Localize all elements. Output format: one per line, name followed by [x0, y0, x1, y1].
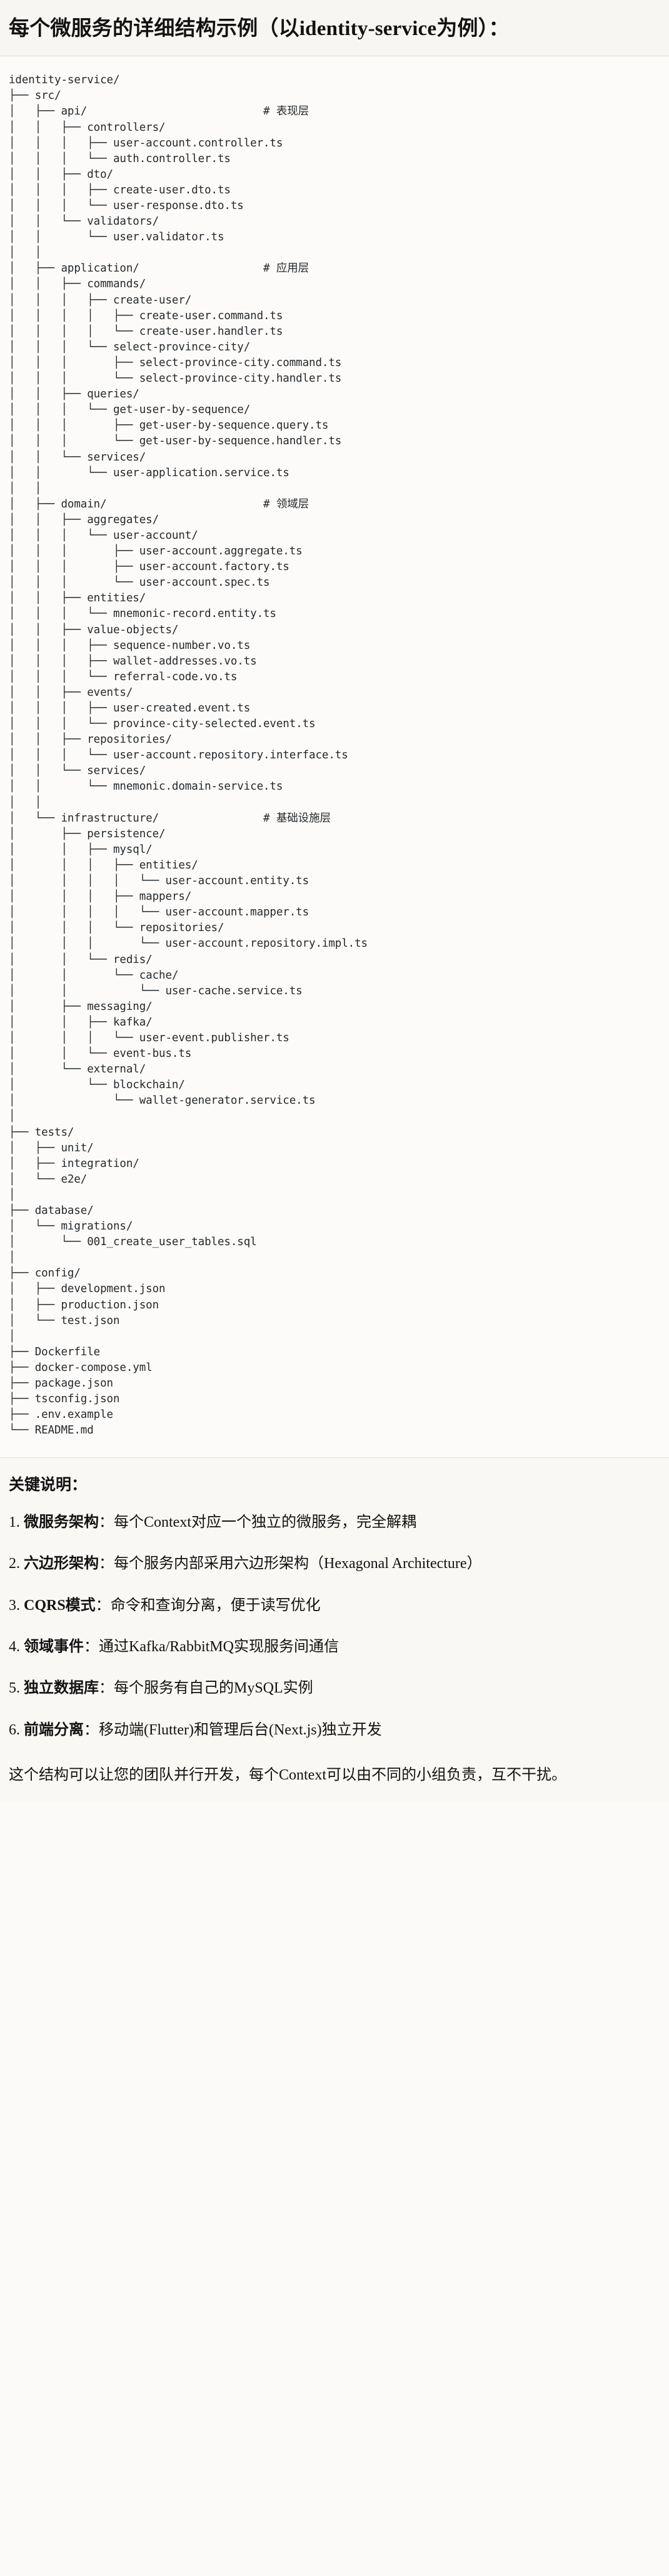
- key-notes-section: 关键说明： 1. 微服务架构：每个Context对应一个独立的微服务，完全解耦 …: [0, 1458, 669, 1803]
- list-item-description: 命令和查询分离，便于读写优化: [110, 1597, 321, 1614]
- list-item-description: 每个服务有自己的MySQL实例: [114, 1680, 313, 1697]
- key-notes-title: 关键说明：: [9, 1477, 88, 1494]
- list-item-term: 微服务架构: [24, 1514, 99, 1530]
- closing-paragraph: 这个结构可以让您的团队并行开发，每个Context可以由不同的小组负责，互不干扰…: [9, 1767, 566, 1784]
- list-item-separator: ：: [99, 1514, 114, 1530]
- list-item-number: 5.: [9, 1680, 20, 1697]
- list-item-number: 4.: [9, 1639, 20, 1656]
- list-item-separator: ：: [84, 1639, 99, 1656]
- list-item-separator: ：: [99, 1555, 114, 1572]
- key-notes-list: 1. 微服务架构：每个Context对应一个独立的微服务，完全解耦 2. 六边形…: [9, 1512, 660, 1740]
- list-item-number: 1.: [9, 1514, 20, 1530]
- list-item: 1. 微服务架构：每个Context对应一个独立的微服务，完全解耦: [9, 1512, 660, 1532]
- page-title: 每个微服务的详细结构示例（以identity-service为例）：: [9, 18, 510, 40]
- list-item: 5. 独立数据库：每个服务有自己的MySQL实例: [9, 1678, 660, 1698]
- list-item-term: CQRS模式: [24, 1597, 96, 1614]
- list-item: 6. 前端分离：移动端(Flutter)和管理后台(Next.js)独立开发: [9, 1720, 660, 1740]
- list-item-separator: ：: [99, 1680, 114, 1697]
- list-item-term: 独立数据库: [24, 1680, 99, 1697]
- list-item: 2. 六边形架构：每个服务内部采用六边形架构（Hexagonal Archite…: [9, 1554, 660, 1574]
- list-item-number: 6.: [9, 1721, 20, 1738]
- code-block-section: identity-service/ ├── src/ │ ├── api/ # …: [0, 56, 669, 1459]
- list-item-description: 移动端(Flutter)和管理后台(Next.js)独立开发: [99, 1721, 382, 1738]
- list-item: 4. 领域事件：通过Kafka/RabbitMQ实现服务间通信: [9, 1637, 660, 1657]
- heading-section: 每个微服务的详细结构示例（以identity-service为例）：: [0, 0, 669, 57]
- list-item-description: 每个Context对应一个独立的微服务，完全解耦: [114, 1514, 416, 1530]
- list-item-separator: ：: [95, 1597, 111, 1614]
- list-item-description: 每个服务内部采用六边形架构（Hexagonal Architecture）: [114, 1555, 482, 1572]
- directory-tree-code[interactable]: identity-service/ ├── src/ │ ├── api/ # …: [9, 74, 368, 1437]
- list-item-number: 2.: [9, 1555, 20, 1572]
- document-page: 每个微服务的详细结构示例（以identity-service为例）： ident…: [0, 0, 669, 1803]
- list-item-number: 3.: [9, 1597, 20, 1614]
- list-item-term: 领域事件: [24, 1639, 84, 1656]
- list-item-description: 通过Kafka/RabbitMQ实现服务间通信: [99, 1639, 339, 1656]
- list-item-separator: ：: [84, 1721, 99, 1738]
- list-item-term: 前端分离: [24, 1721, 84, 1738]
- list-item: 3. CQRS模式：命令和查询分离，便于读写优化: [9, 1596, 660, 1616]
- list-item-term: 六边形架构: [24, 1555, 99, 1572]
